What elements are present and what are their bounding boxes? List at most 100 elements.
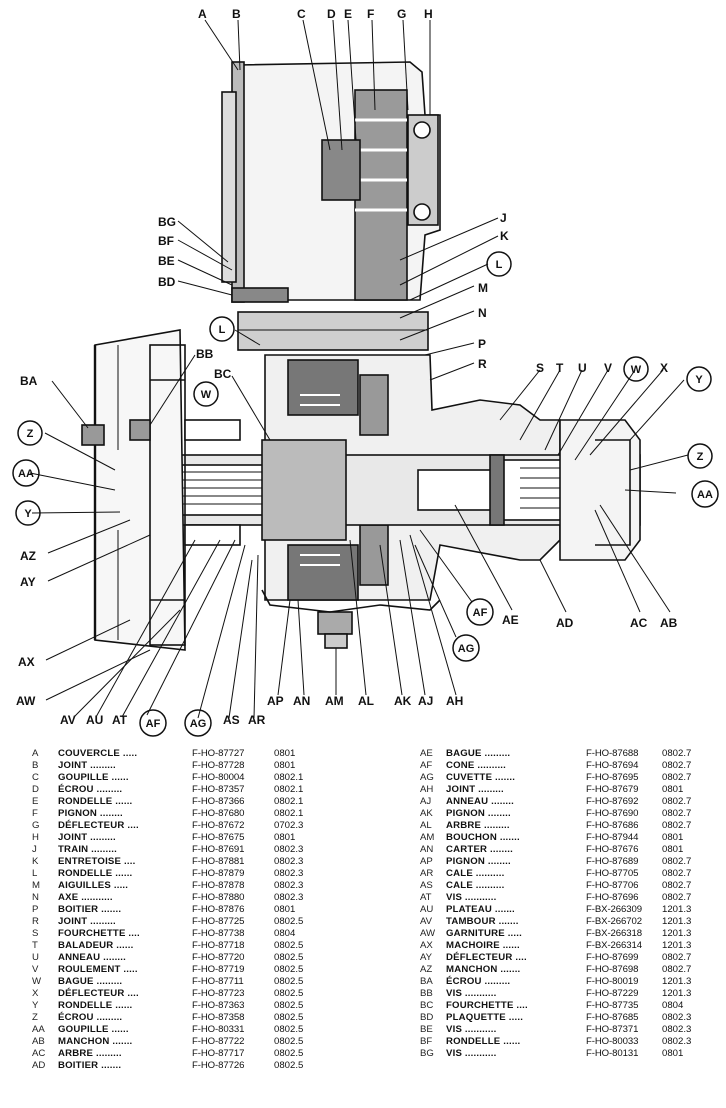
circle-ag-left <box>184 709 212 737</box>
callout-ap: AP <box>267 694 284 708</box>
part-name: TAMBOUR ....... <box>446 916 519 927</box>
part-group: 0802.7 <box>662 952 692 963</box>
part-letter: S <box>32 928 39 939</box>
part-group: 0802.3 <box>662 1036 692 1047</box>
part-name: DÉFLECTEUR .... <box>58 820 139 831</box>
callout-circles <box>12 251 719 737</box>
part-letter: BG <box>420 1048 434 1059</box>
part-name: JOINT ......... <box>446 784 504 795</box>
callout-aa-left: AA <box>18 468 34 480</box>
part-group: 0802.5 <box>274 1024 304 1035</box>
part-name: RONDELLE ...... <box>58 1000 133 1011</box>
callout-ay: AY <box>20 575 36 589</box>
part-letter: BE <box>420 1024 433 1035</box>
callout-as: AS <box>223 713 240 727</box>
callout-t: T <box>556 361 564 375</box>
part-reference: F-HO-87728 <box>192 760 245 771</box>
part-name: PIGNON ........ <box>58 808 123 819</box>
part-reference: F-HO-87705 <box>586 868 639 879</box>
callout-bg: BG <box>158 215 176 229</box>
transmission-diagram: A B C D E F G H J K L M N P R S T U V W … <box>12 7 719 737</box>
part-reference: F-HO-87699 <box>586 952 639 963</box>
callout-bf: BF <box>158 234 174 248</box>
part-group: 0802.7 <box>662 796 692 807</box>
callout-c: C <box>297 7 306 21</box>
part-name: FOURCHETTE .... <box>58 928 140 939</box>
callout-be: BE <box>158 254 175 268</box>
part-name: COUVERCLE ..... <box>58 748 138 759</box>
part-letter: H <box>32 832 39 843</box>
callout-e: E <box>344 7 352 21</box>
callout-y-right: Y <box>695 374 703 386</box>
part-letter: AC <box>32 1048 46 1059</box>
circle-ag-right <box>452 634 480 662</box>
part-reference: F-HO-87738 <box>192 928 245 939</box>
part-name: VIS ........... <box>446 892 497 903</box>
callout-u: U <box>578 361 587 375</box>
part-letter: D <box>32 784 39 795</box>
part-reference: F-HO-87879 <box>192 868 245 879</box>
part-letter: BA <box>420 976 433 987</box>
callout-w-left: W <box>201 389 212 401</box>
part-letter: AA <box>32 1024 45 1035</box>
callout-d: D <box>327 7 336 21</box>
part-reference: F-HO-87694 <box>586 760 639 771</box>
callout-bb: BB <box>196 347 214 361</box>
callout-ad: AD <box>556 616 574 630</box>
part-group: 0801 <box>274 904 296 915</box>
part-group: 0802.7 <box>662 772 692 783</box>
part-letter: W <box>32 976 42 987</box>
callout-w-right: W <box>631 364 642 376</box>
part-letter: N <box>32 892 39 903</box>
callout-m: M <box>478 281 488 295</box>
part-name: JOINT ......... <box>58 760 116 771</box>
callout-x: X <box>660 361 668 375</box>
part-name: DÉFLECTEUR .... <box>58 988 139 999</box>
part-letter: X <box>32 988 39 999</box>
part-name: BOUCHON ....... <box>446 832 520 843</box>
circle-aa-right <box>691 480 719 508</box>
part-name: RONDELLE ...... <box>58 796 133 807</box>
part-name: ARBRE ......... <box>446 820 510 831</box>
part-group: 0802.7 <box>662 808 692 819</box>
part-name: ÉCROU ......... <box>446 976 511 987</box>
part-group: 0802.5 <box>274 916 304 927</box>
part-name: PIGNON ........ <box>446 808 511 819</box>
callout-ak: AK <box>394 694 412 708</box>
callout-y-left: Y <box>24 508 32 520</box>
part-letter: P <box>32 904 39 915</box>
part-name: PIGNON ........ <box>446 856 511 867</box>
callout-ba: BA <box>20 374 38 388</box>
part-group: 0801 <box>662 784 684 795</box>
part-letter: BF <box>420 1036 433 1047</box>
callout-g: G <box>397 7 406 21</box>
part-letter: AG <box>420 772 434 783</box>
part-letter: AD <box>32 1060 46 1071</box>
part-group: 0801 <box>662 1048 684 1059</box>
part-reference: F-HO-87366 <box>192 796 245 807</box>
part-letter: AZ <box>420 964 433 975</box>
part-group: 0802.3 <box>274 856 304 867</box>
circle-y-right <box>686 366 712 392</box>
part-group: 0802.7 <box>662 868 692 879</box>
part-reference: F-HO-87722 <box>192 1036 245 1047</box>
part-reference: F-BX-266318 <box>586 928 642 939</box>
part-reference: F-HO-87727 <box>192 748 245 759</box>
circle-af-left <box>139 709 167 737</box>
circle-z-left <box>17 420 43 446</box>
callout-au: AU <box>86 713 103 727</box>
part-group: 0802.3 <box>662 1012 692 1023</box>
